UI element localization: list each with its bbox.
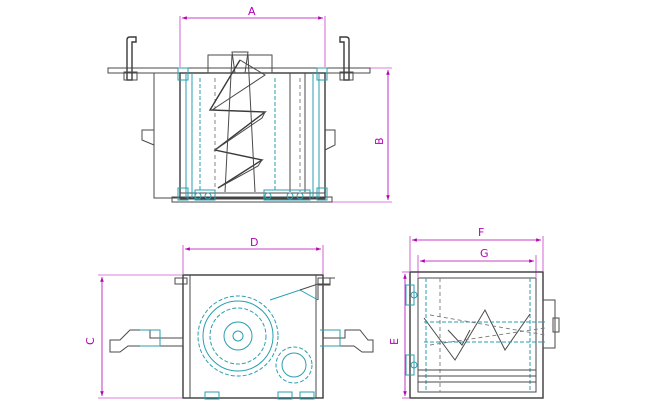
- dimension-c: C: [84, 274, 182, 399]
- label-g: G: [480, 247, 489, 260]
- dimension-e: E: [388, 271, 409, 399]
- label-b: B: [373, 137, 386, 145]
- label-a: A: [248, 5, 256, 18]
- dimension-f: F: [409, 226, 544, 271]
- label-c: C: [84, 337, 97, 345]
- small-gear: [275, 346, 313, 384]
- large-gear: [197, 295, 279, 377]
- dimension-a: A: [179, 5, 326, 67]
- left-lifting-handle: [126, 36, 137, 81]
- front-elevation-view: [107, 36, 371, 203]
- side-auger: [423, 308, 531, 361]
- label-f: F: [478, 226, 484, 239]
- dimension-b: B: [332, 67, 392, 203]
- right-lifting-handle: [339, 36, 350, 81]
- label-d: D: [250, 236, 258, 249]
- side-view: [405, 271, 560, 399]
- end-view: [109, 274, 374, 400]
- dimension-d: D: [182, 236, 324, 274]
- screw-auger: [208, 59, 267, 189]
- label-e: E: [388, 338, 401, 345]
- dimension-g: G: [417, 247, 537, 277]
